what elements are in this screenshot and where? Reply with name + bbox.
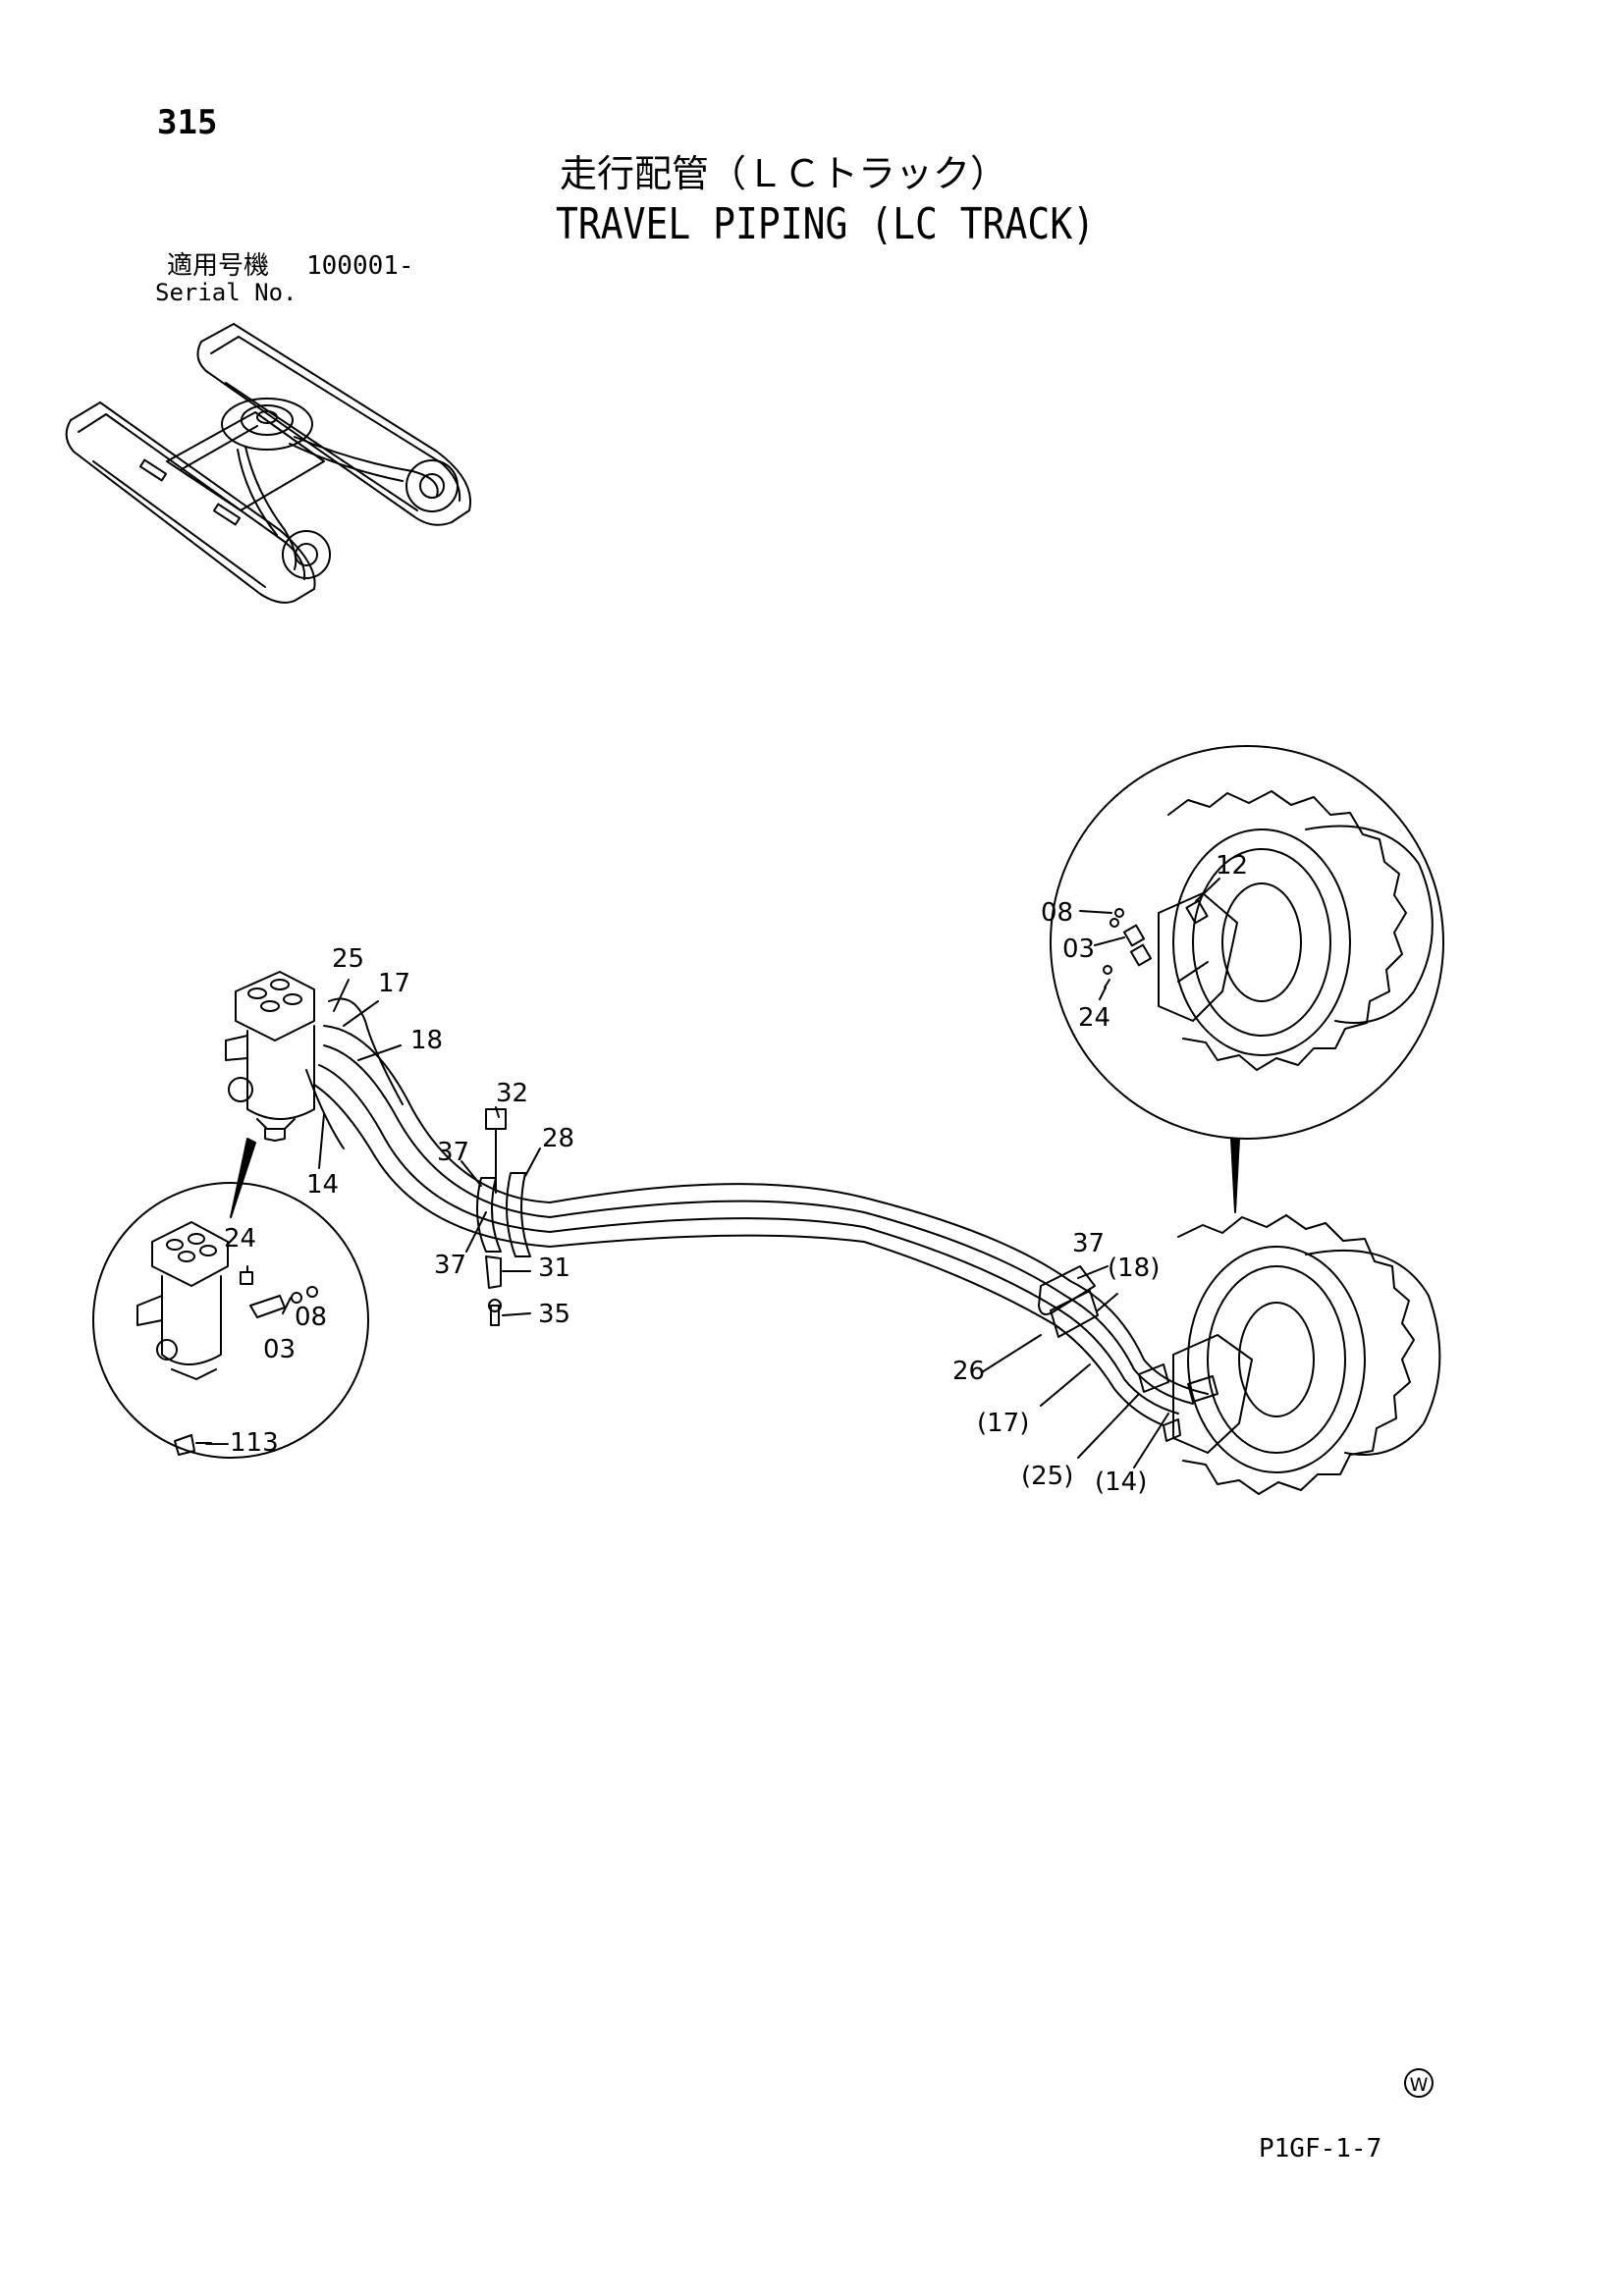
callout-17: 17 [378,969,410,998]
callout-right-14: (14) [1095,1468,1147,1497]
motor-detail-circle-top [1050,745,1444,1140]
callout-numbers: 25 17 18 14 32 28 37 37 31 35 24 08 03 —… [204,851,1248,1497]
callout-right-17: (17) [977,1409,1029,1438]
callout-25: 25 [332,944,364,974]
callout-detail-113: —113 [204,1428,279,1458]
hose-bundle [305,997,1209,1426]
callout-right-26: 26 [952,1357,985,1386]
watermark-w-icon: W [1404,2068,1434,2098]
callout-31: 31 [538,1254,570,1283]
undercarriage-thumbnail [65,323,471,604]
detail-pointer-bottom [230,1138,256,1218]
document-code: P1GF-1-7 [1259,2134,1382,2163]
serial-number-value: 100001- [306,251,414,281]
serial-label-english: Serial No. [155,279,298,306]
callout-detail-08: 08 [295,1303,327,1332]
callout-right-18: (18) [1108,1254,1160,1283]
callout-detail-24: 24 [224,1224,256,1254]
serial-label-japanese: 適用号機 [167,251,270,281]
callout-37-upper: 37 [437,1138,469,1167]
callout-35: 35 [538,1300,570,1329]
callout-motor-08: 08 [1041,898,1073,928]
page-number: 315 [157,103,218,142]
hose-clamps [476,1108,1099,1338]
callout-detail-03: 03 [263,1335,296,1364]
title-english: TRAVEL PIPING (LC TRACK) [556,198,1096,249]
callout-37-lower: 37 [434,1251,466,1280]
callout-18: 18 [410,1026,443,1055]
callout-right-37: 37 [1072,1229,1105,1258]
callout-14: 14 [306,1170,339,1200]
travel-motor-main [1138,1214,1441,1495]
callout-32: 32 [496,1079,528,1108]
callout-motor-24: 24 [1078,1003,1110,1033]
callout-28: 28 [542,1124,574,1153]
title-japanese: 走行配管（ＬＣトラック） [560,152,1008,195]
callout-right-25: (25) [1021,1462,1073,1491]
callout-leaders [318,979,1169,1468]
callout-motor-03: 03 [1062,934,1095,964]
callout-motor-12: 12 [1216,851,1248,881]
joint-detail-circle-bottom [92,1182,369,1459]
detail-pointer-top [1230,1138,1240,1213]
center-joint-main [225,971,315,1142]
